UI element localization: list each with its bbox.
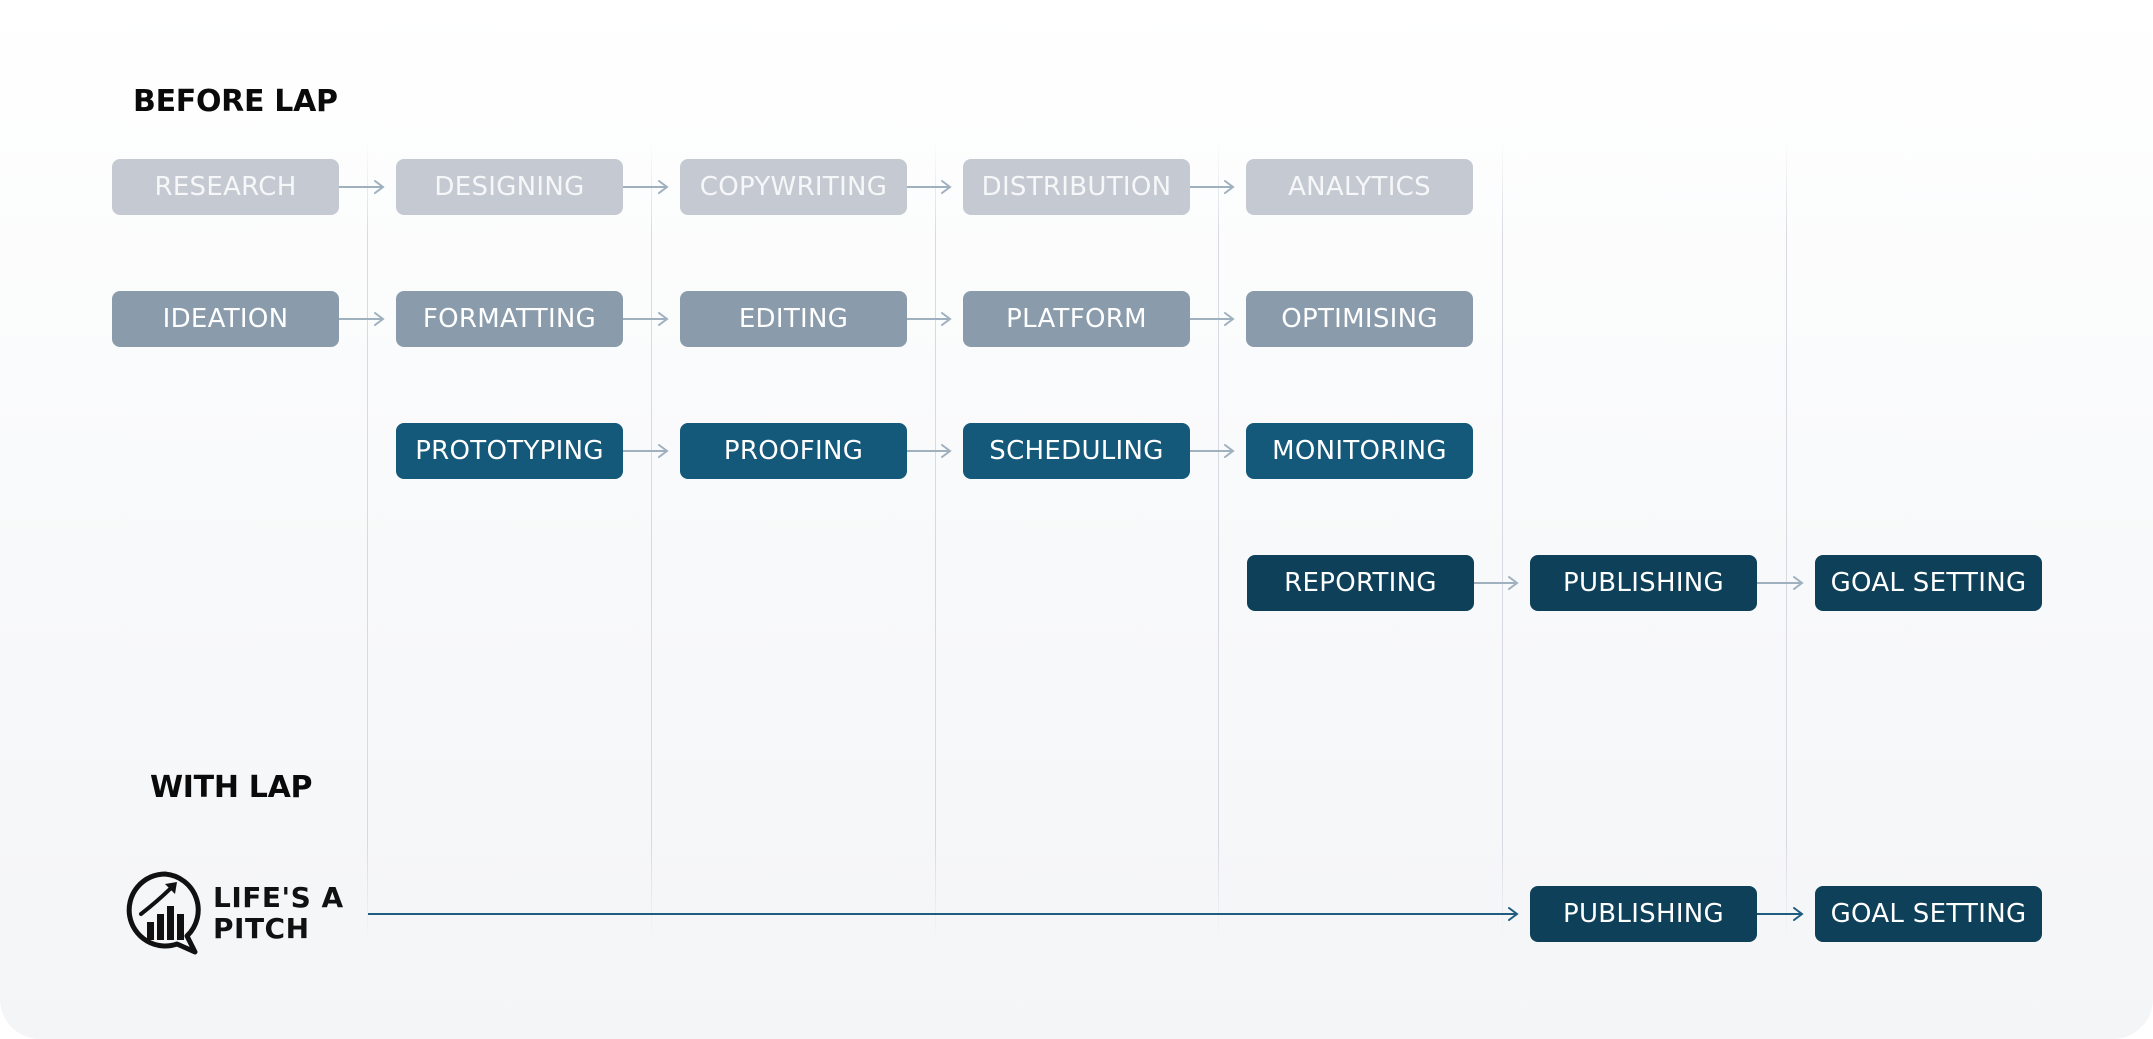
step-optimising: OPTIMISING — [1246, 291, 1473, 347]
arrow-scheduling-monitoring — [1190, 444, 1235, 458]
arrow-research-designing — [339, 180, 385, 194]
column-divider-4 — [1218, 140, 1219, 940]
column-divider-5 — [1502, 140, 1503, 940]
arrow-reporting-publishing — [1474, 576, 1519, 590]
arrow-distribution-analytics — [1190, 180, 1235, 194]
step-ideation: IDEATION — [112, 291, 339, 347]
arrow-lap-publishing-goal-setting — [1757, 907, 1804, 921]
step-reporting: REPORTING — [1247, 555, 1474, 611]
arrow-designing-copywriting — [623, 180, 669, 194]
logo-line-2: PITCH — [213, 912, 310, 945]
column-divider-6 — [1786, 140, 1787, 940]
lifes-a-pitch-logo: LIFE'S A PITCH — [125, 868, 345, 958]
lap-step-goal-setting: GOAL SETTING — [1815, 886, 2042, 942]
arrow-lap-to-publishing — [368, 907, 1519, 921]
arrow-copywriting-distribution — [907, 180, 952, 194]
step-platform: PLATFORM — [963, 291, 1190, 347]
arrow-editing-platform — [907, 312, 952, 326]
step-proofing: PROOFING — [680, 423, 907, 479]
step-formatting: FORMATTING — [396, 291, 623, 347]
step-designing: DESIGNING — [396, 159, 623, 215]
step-scheduling: SCHEDULING — [963, 423, 1190, 479]
with-lap-heading: WITH LAP — [150, 770, 313, 805]
before-lap-heading: BEFORE LAP — [133, 84, 338, 119]
arrow-ideation-formatting — [339, 312, 385, 326]
lap-step-publishing: PUBLISHING — [1530, 886, 1757, 942]
logo-wordmark: LIFE'S A PITCH — [213, 882, 344, 944]
step-analytics: ANALYTICS — [1246, 159, 1473, 215]
column-divider-1 — [367, 140, 368, 940]
column-divider-2 — [651, 140, 652, 940]
step-editing: EDITING — [680, 291, 907, 347]
arrow-platform-optimising — [1190, 312, 1235, 326]
step-monitoring: MONITORING — [1246, 423, 1473, 479]
logo-line-1: LIFE'S A — [213, 881, 344, 914]
step-prototyping: PROTOTYPING — [396, 423, 623, 479]
arrow-prototyping-proofing — [623, 444, 669, 458]
step-publishing: PUBLISHING — [1530, 555, 1757, 611]
bar-chart-speech-bubble-icon — [126, 871, 201, 955]
step-research: RESEARCH — [112, 159, 339, 215]
step-copywriting: COPYWRITING — [680, 159, 907, 215]
step-distribution: DISTRIBUTION — [963, 159, 1190, 215]
arrow-formatting-editing — [623, 312, 669, 326]
step-goal-setting: GOAL SETTING — [1815, 555, 2042, 611]
column-divider-3 — [935, 140, 936, 940]
arrow-publishing-goal-setting — [1757, 576, 1804, 590]
arrow-proofing-scheduling — [907, 444, 952, 458]
